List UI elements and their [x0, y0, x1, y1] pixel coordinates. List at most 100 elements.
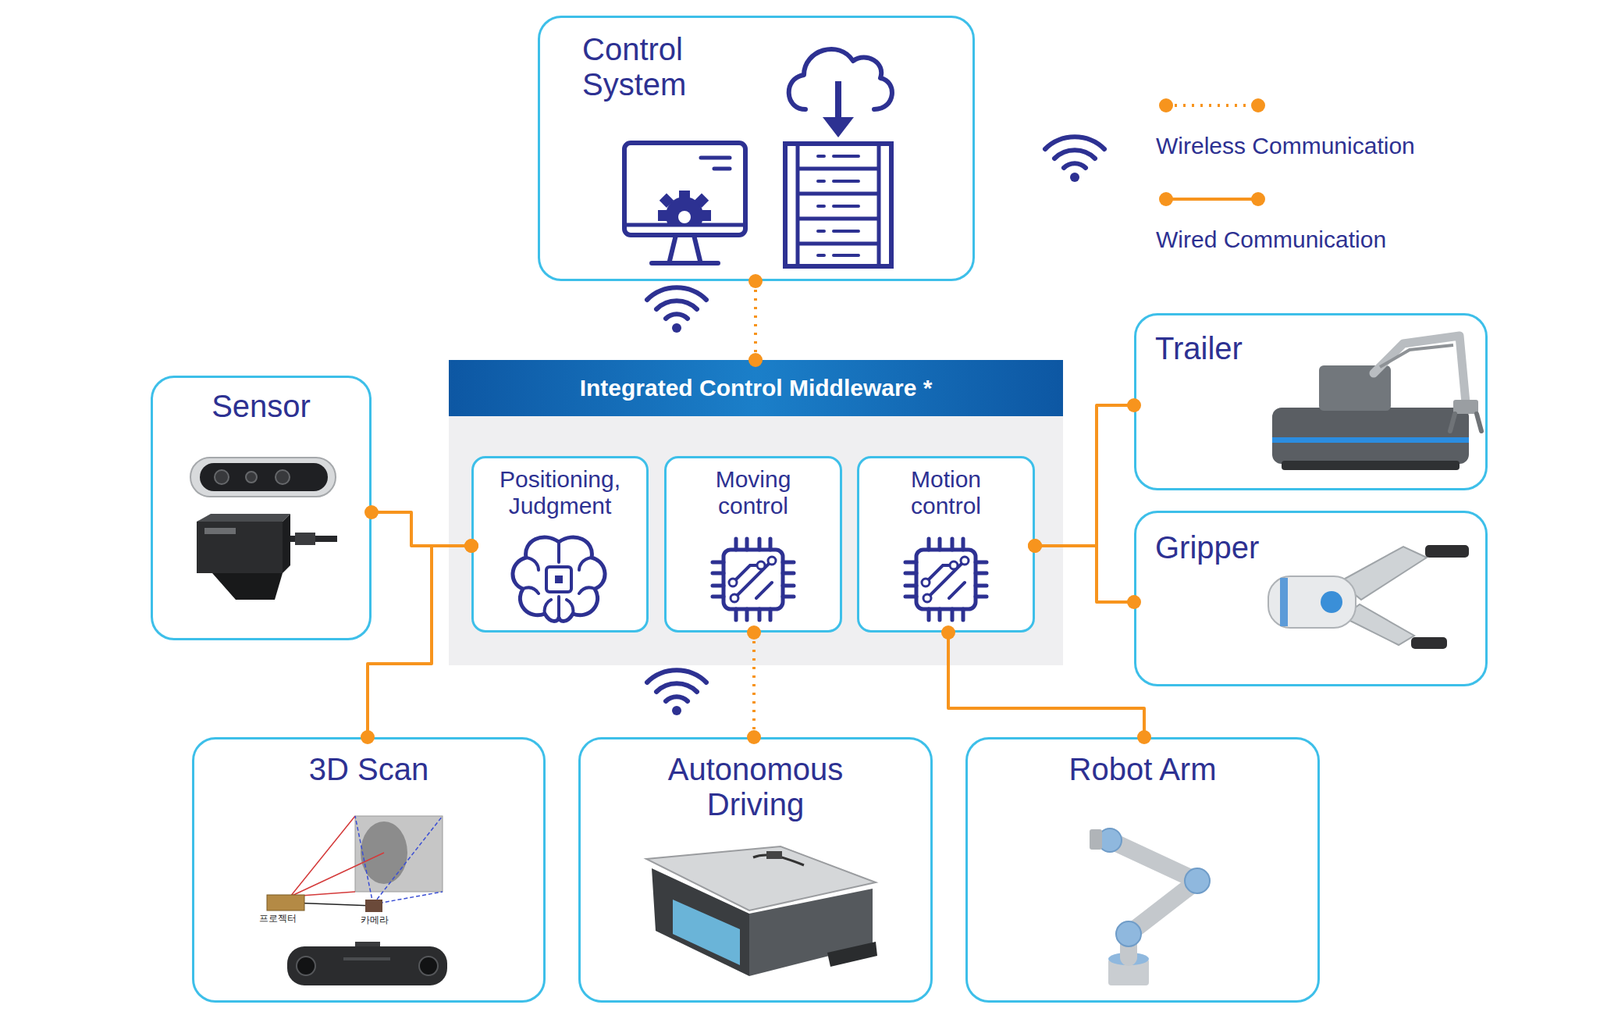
brain-icon-part: [546, 566, 572, 592]
handheld-scanner-part: [296, 956, 316, 975]
depth-camera-part: [190, 457, 336, 497]
trailer-robot-part: [1281, 460, 1460, 470]
robot-arm-part: [1184, 867, 1210, 893]
connector-dot: [464, 538, 479, 553]
wifi-icon: [647, 287, 707, 333]
device-box: Gripper: [1134, 510, 1488, 687]
laser-sensor-part: [295, 532, 316, 545]
cloud-download-icon-part: [822, 117, 854, 138]
connector-dot: [941, 625, 956, 640]
structured-light-scene: [266, 815, 443, 912]
depth-camera: [190, 457, 336, 497]
trailer-robot-part: [1272, 437, 1469, 443]
node-title: 3D Scan: [194, 751, 544, 787]
wired-link: [1034, 545, 1135, 602]
structured-light-scene-part: [360, 821, 408, 884]
monitor-icon-part-part: [665, 196, 704, 224]
autonomous-mobile-robot-part: [753, 854, 804, 865]
autonomous-mobile-robot-part: [749, 888, 873, 976]
caption-label: 카메라: [360, 914, 389, 925]
monitor-icon-part-part: [678, 210, 691, 224]
connector-dot: [1027, 538, 1042, 553]
robot-arm: [1089, 828, 1210, 985]
wired-link: [367, 545, 472, 737]
function-box: Motion control: [856, 455, 1035, 633]
autonomous-mobile-robot: [646, 846, 878, 976]
legend-text: Wired Communication: [1155, 226, 1387, 253]
cloud-download-icon-part: [835, 81, 842, 125]
gripper-tool: [1268, 544, 1469, 649]
node-title: Autonomous Driving: [654, 751, 857, 822]
brain-icon-part: [554, 575, 563, 584]
handheld-scanner-part: [343, 956, 391, 960]
gripper-tool-part: [1320, 590, 1343, 613]
monitor-icon-part-part: [694, 193, 709, 208]
autonomous-mobile-robot-part: [827, 941, 878, 967]
server-rack-icon-part: [817, 156, 859, 256]
robot-arm-part: [1109, 839, 1198, 957]
gripper-tool-part: [1425, 544, 1469, 558]
autonomous-mobile-robot-part: [766, 850, 783, 859]
wireless-link: [753, 280, 758, 360]
connector-dot: [464, 538, 479, 553]
function-box: Positioning, Judgment: [471, 455, 649, 633]
trailer-robot-part: [1453, 399, 1479, 414]
gripper-tool-part: [1339, 546, 1427, 600]
gripper-tool-part: [1268, 576, 1356, 628]
laser-sensor-part: [196, 513, 291, 522]
handheld-scanner-part: [355, 941, 381, 951]
trailer-robot: [1272, 335, 1482, 470]
trailer-robot-part: [1319, 365, 1391, 411]
monitor-icon-part: [624, 142, 746, 235]
wifi-icon: [1045, 136, 1105, 182]
node-title: Positioning, Judgment: [480, 465, 640, 519]
legend-text: Wireless Communication: [1155, 132, 1416, 160]
connector-dot: [1027, 538, 1042, 553]
depth-camera-part: [214, 469, 229, 484]
legend-sample: [1166, 197, 1259, 201]
robot-arm-part: [1116, 920, 1142, 946]
brain-icon-part: [522, 541, 595, 617]
brain-icon-part: [512, 536, 605, 622]
wired-link: [1034, 405, 1135, 546]
wired-link: [371, 512, 472, 546]
depth-camera-part: [245, 471, 257, 483]
node-title: Motion control: [887, 465, 1005, 519]
legend-dot: [1159, 192, 1174, 207]
connector-dot: [364, 504, 379, 520]
legend-dot: [1251, 98, 1266, 113]
trailer-robot-part: [1272, 407, 1469, 464]
connector-dot: [746, 625, 761, 640]
connector-dot: [1137, 729, 1152, 744]
autonomous-mobile-robot-part: [672, 899, 740, 965]
robot-arm-part: [1089, 828, 1103, 850]
depth-camera-part: [199, 462, 328, 491]
middleware-band: Integrated Control Middleware * Positioni…: [448, 359, 1064, 665]
structured-light-scene-part: [266, 894, 305, 911]
caption-label: 프로젝터: [259, 913, 297, 924]
laser-sensor-part: [212, 572, 283, 600]
connector-dot: [360, 729, 375, 744]
node-title: Control System: [582, 32, 754, 103]
band-title: Integrated Control Middleware *: [448, 359, 1064, 416]
monitor-icon: [624, 142, 746, 264]
structured-light-scene-part: [355, 815, 443, 892]
legend-dot: [1251, 192, 1266, 207]
monitor-icon-part-part: [679, 190, 690, 200]
function-box: Moving control: [664, 455, 843, 633]
handheld-scanner: [287, 941, 448, 985]
connector-dot: [1127, 594, 1142, 609]
handheld-scanner-part: [419, 956, 438, 975]
trailer-robot-part: [1379, 344, 1454, 367]
wifi-icon: [647, 669, 707, 715]
trailer-robot-part: [1450, 413, 1482, 431]
structured-light-scene-part: [355, 815, 443, 904]
brain-icon: [512, 536, 605, 622]
device-box: Autonomous Driving: [578, 736, 933, 1003]
system-box: Control System: [537, 15, 975, 281]
laser-sensor-part: [196, 521, 283, 573]
node-title: Gripper: [1155, 529, 1327, 566]
structured-light-scene-part: [290, 902, 374, 906]
monitor-icon-part-part: [701, 209, 712, 221]
